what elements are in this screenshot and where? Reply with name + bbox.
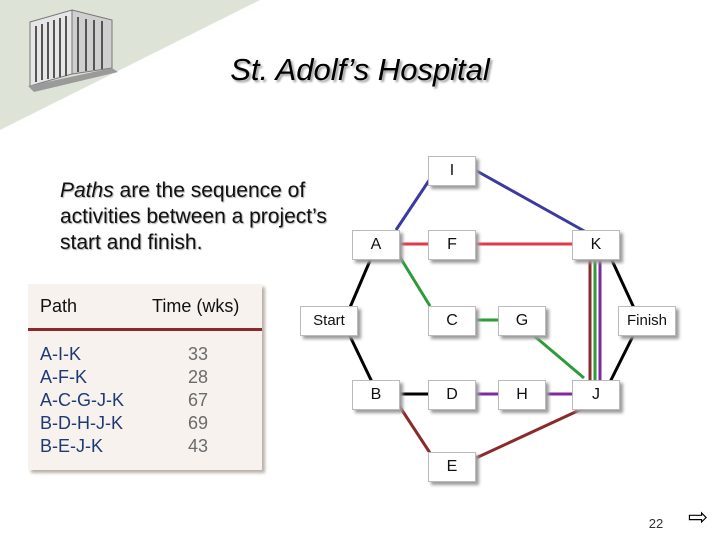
next-slide-arrow-icon[interactable]: ⇨ <box>688 504 709 531</box>
table-row: B-D-H-J-K 69 <box>40 413 250 433</box>
edge-b-e <box>396 403 434 457</box>
node-a: A <box>352 230 400 260</box>
page-number: 22 <box>648 516 664 531</box>
edge-g-j <box>531 332 585 380</box>
caption-text: are the sequence of activities between a… <box>60 179 327 254</box>
slide-title: St. Adolf’s Hospital <box>230 52 490 87</box>
node-finish: Finish <box>618 306 676 336</box>
time-cell: 33 <box>188 344 209 364</box>
time-cell: 43 <box>188 436 209 456</box>
time-cell: 69 <box>188 413 209 433</box>
edge-start-b <box>346 331 374 383</box>
node-f: F <box>428 230 476 260</box>
node-k: K <box>572 230 620 260</box>
table-row: A-C-G-J-K 67 <box>40 390 250 410</box>
time-column-header: Time (wks) <box>152 296 240 316</box>
edge-e-j <box>475 406 585 460</box>
edge-a-c <box>396 253 432 307</box>
table-row: A-I-K 33 <box>40 344 250 364</box>
time-cell: 28 <box>188 367 209 387</box>
edge-i-k <box>474 168 587 234</box>
hospital-building-icon <box>28 9 118 92</box>
node-e: E <box>428 452 476 482</box>
caption-italic-word: Paths <box>60 179 114 202</box>
node-start: Start <box>300 306 358 336</box>
node-b: B <box>352 380 400 410</box>
node-i: I <box>428 156 476 186</box>
path-cell: A-F-K <box>40 367 87 387</box>
table-divider <box>28 328 262 331</box>
edge-a-i <box>394 178 432 231</box>
edge-j-finish <box>608 333 636 383</box>
edge-start-a <box>346 255 374 313</box>
paths-caption: Paths are the sequence of activities bet… <box>60 178 360 256</box>
time-cell: 67 <box>188 390 209 410</box>
node-h: H <box>498 380 546 410</box>
node-c: C <box>428 306 476 336</box>
node-g: G <box>498 306 546 336</box>
edge-k-finish <box>608 255 636 309</box>
node-d: D <box>428 380 476 410</box>
path-column-header: Path <box>40 296 78 316</box>
table-row: B-E-J-K 43 <box>40 436 250 456</box>
node-j: J <box>572 380 620 410</box>
path-cell: A-C-G-J-K <box>40 390 124 410</box>
paths-table <box>28 284 262 470</box>
path-cell: B-E-J-K <box>40 436 103 456</box>
table-row: A-F-K 28 <box>40 367 250 387</box>
path-cell: A-I-K <box>40 344 82 364</box>
path-cell: B-D-H-J-K <box>40 413 123 433</box>
